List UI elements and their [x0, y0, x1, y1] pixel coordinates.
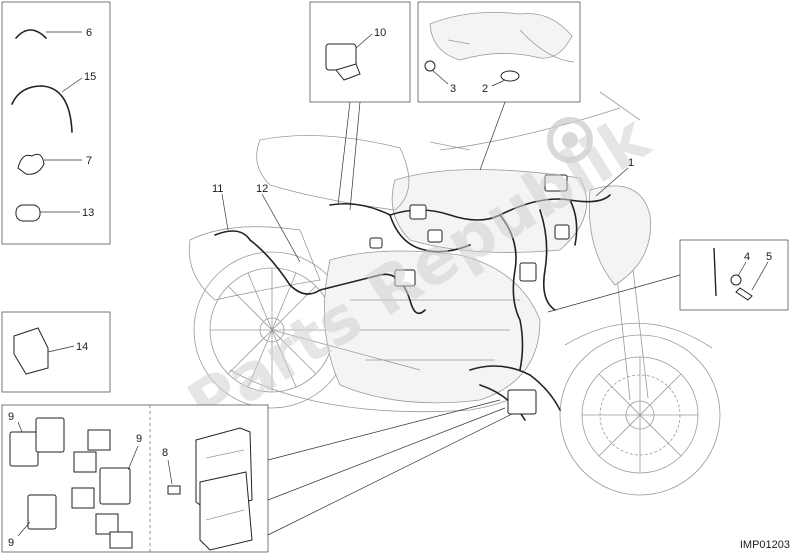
- watermark-gear-icon: [547, 117, 593, 163]
- callout-12: 12: [256, 183, 268, 195]
- callout-9-b: 9: [136, 433, 142, 445]
- relay-icon: [9, 417, 131, 530]
- callout-7: 7: [86, 155, 92, 167]
- callout-6: 6: [86, 27, 92, 39]
- callout-14: 14: [76, 341, 88, 353]
- cable-tie-small-icon: [15, 29, 47, 39]
- panel-grommets: 3 2: [417, 1, 581, 171]
- relay-socket-icon: [71, 429, 133, 549]
- callout-2: 2: [482, 83, 488, 95]
- panel-clips-ties: 6 15 7 13: [1, 1, 111, 245]
- front-wheel: [559, 334, 721, 496]
- callout-5: 5: [766, 251, 772, 263]
- callout-13: 13: [82, 207, 94, 219]
- callout-11: 11: [212, 183, 223, 195]
- main-wiring-harness: [214, 174, 611, 421]
- callout-15: 15: [84, 71, 96, 83]
- cable-tie-large-icon: [11, 85, 73, 133]
- callout-3: 3: [450, 83, 456, 95]
- cable-clamp-icon: [15, 204, 41, 222]
- cable-clip-icon: [17, 153, 45, 175]
- fuse-box-cover-icon: [13, 327, 49, 375]
- grommet-icon: [424, 60, 436, 72]
- callout-1: 1: [628, 157, 634, 169]
- callout-9-a: 9: [8, 411, 14, 423]
- panel-relays-fuses: 9 9 9 8: [1, 399, 513, 553]
- grommet-icon: [500, 70, 520, 82]
- callout-10: 10: [374, 27, 386, 39]
- screw-icon: [735, 287, 753, 301]
- panel-connector-module: 10: [309, 1, 411, 211]
- drawing-code: IMP01203: [740, 539, 790, 551]
- callout-8: 8: [162, 447, 168, 459]
- fuse-box-icon: [195, 427, 253, 551]
- callout-4: 4: [744, 251, 750, 263]
- callout-9-c: 9: [8, 537, 14, 549]
- panel-fuse-box-cover: 14: [1, 311, 111, 393]
- fuse-icon: [167, 485, 181, 495]
- panel-screw-washer: 4 5: [547, 239, 789, 313]
- washer-icon: [730, 274, 742, 286]
